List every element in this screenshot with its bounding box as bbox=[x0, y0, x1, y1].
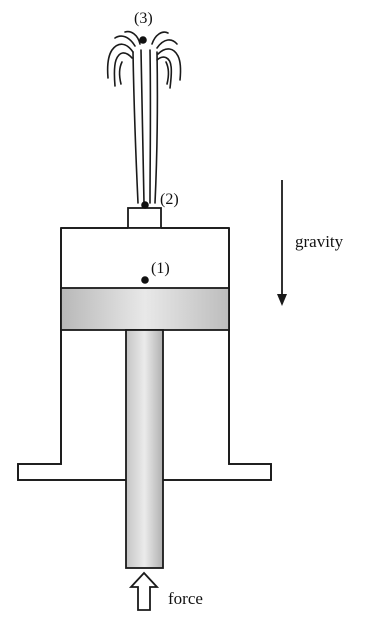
gravity-arrow bbox=[277, 180, 287, 306]
point-2-label: (2) bbox=[160, 191, 179, 208]
piston-rod bbox=[126, 330, 163, 568]
nozzle bbox=[128, 208, 161, 228]
water-jet bbox=[108, 32, 181, 203]
jet-stream bbox=[133, 52, 138, 203]
spray-curve bbox=[114, 53, 132, 86]
spray-curve bbox=[120, 62, 122, 84]
point-1-marker bbox=[141, 276, 149, 284]
spray-curve bbox=[166, 62, 168, 84]
jet-stream bbox=[141, 50, 144, 203]
point-1-label: (1) bbox=[151, 260, 170, 277]
spray-curve bbox=[158, 49, 181, 80]
spray-curve bbox=[157, 57, 171, 88]
force-label: force bbox=[168, 589, 203, 608]
jet-stream bbox=[155, 52, 157, 203]
point-3-label: (3) bbox=[134, 10, 153, 27]
spray-curve bbox=[157, 40, 177, 48]
piston-head bbox=[61, 288, 229, 330]
gravity-label: gravity bbox=[295, 232, 344, 251]
spray-curve bbox=[152, 32, 168, 44]
point-2-marker bbox=[141, 201, 149, 209]
point-3-marker bbox=[139, 36, 147, 44]
force-arrow bbox=[131, 573, 157, 610]
